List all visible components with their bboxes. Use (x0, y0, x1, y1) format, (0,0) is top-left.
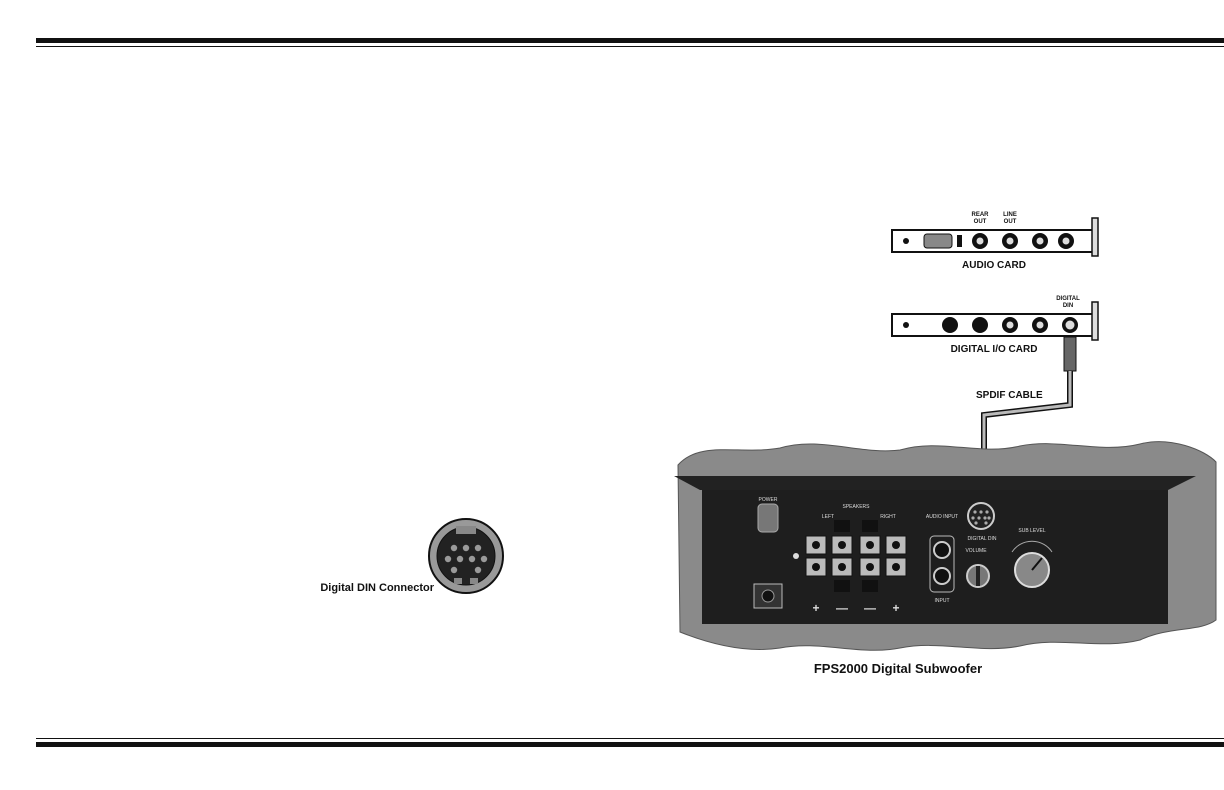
audio-input-label: AUDIO INPUT (926, 514, 958, 520)
terminal-minus-right: — (864, 601, 876, 615)
din-connector-caption: Digital DIN Connector (288, 582, 434, 594)
line-out-label-line2: OUT (1004, 219, 1017, 225)
speakers-label: SPEAKERS (843, 504, 871, 510)
digital-io-card-title: DIGITAL I/O CARD (951, 344, 1038, 355)
connection-diagram: REAR OUT LINE OUT AUDIO CARD DIGI (660, 200, 1220, 690)
line-out-label-line1: LINE (1003, 212, 1017, 218)
left-label: LEFT (822, 514, 834, 520)
subwoofer-caption: FPS2000 Digital Subwoofer (814, 661, 982, 676)
top-rule-thin (36, 46, 1224, 47)
top-rule-thick (36, 38, 1224, 43)
rear-out-label-line2: OUT (974, 219, 987, 225)
spdif-cable-label: SPDIF CABLE (976, 390, 1043, 401)
bottom-rule-thin (36, 738, 1224, 739)
audio-card: REAR OUT LINE OUT AUDIO CARD (892, 212, 1098, 271)
volume-label: VOLUME (965, 548, 987, 554)
sub-level-label: SUB LEVEL (1018, 528, 1045, 534)
din-connector-image (426, 516, 506, 596)
audio-card-title: AUDIO CARD (962, 260, 1026, 271)
terminal-plus-right: + (892, 601, 899, 615)
power-label: POWER (759, 497, 778, 503)
subwoofer-panel: POWER SPEAKERS LEFT RIGHT (674, 442, 1216, 651)
digital-din-label-line1: DIGITAL (1056, 296, 1080, 302)
terminal-plus-left: + (812, 601, 819, 615)
terminal-minus-left: — (836, 601, 848, 615)
digital-din-panel-label: DIGITAL DIN (968, 536, 997, 542)
input-label: INPUT (935, 598, 950, 604)
digital-din-label-line2: DIN (1063, 303, 1073, 309)
right-label: RIGHT (880, 514, 896, 520)
bottom-rule-thick (36, 742, 1224, 747)
rear-out-label-line1: REAR (971, 212, 989, 218)
